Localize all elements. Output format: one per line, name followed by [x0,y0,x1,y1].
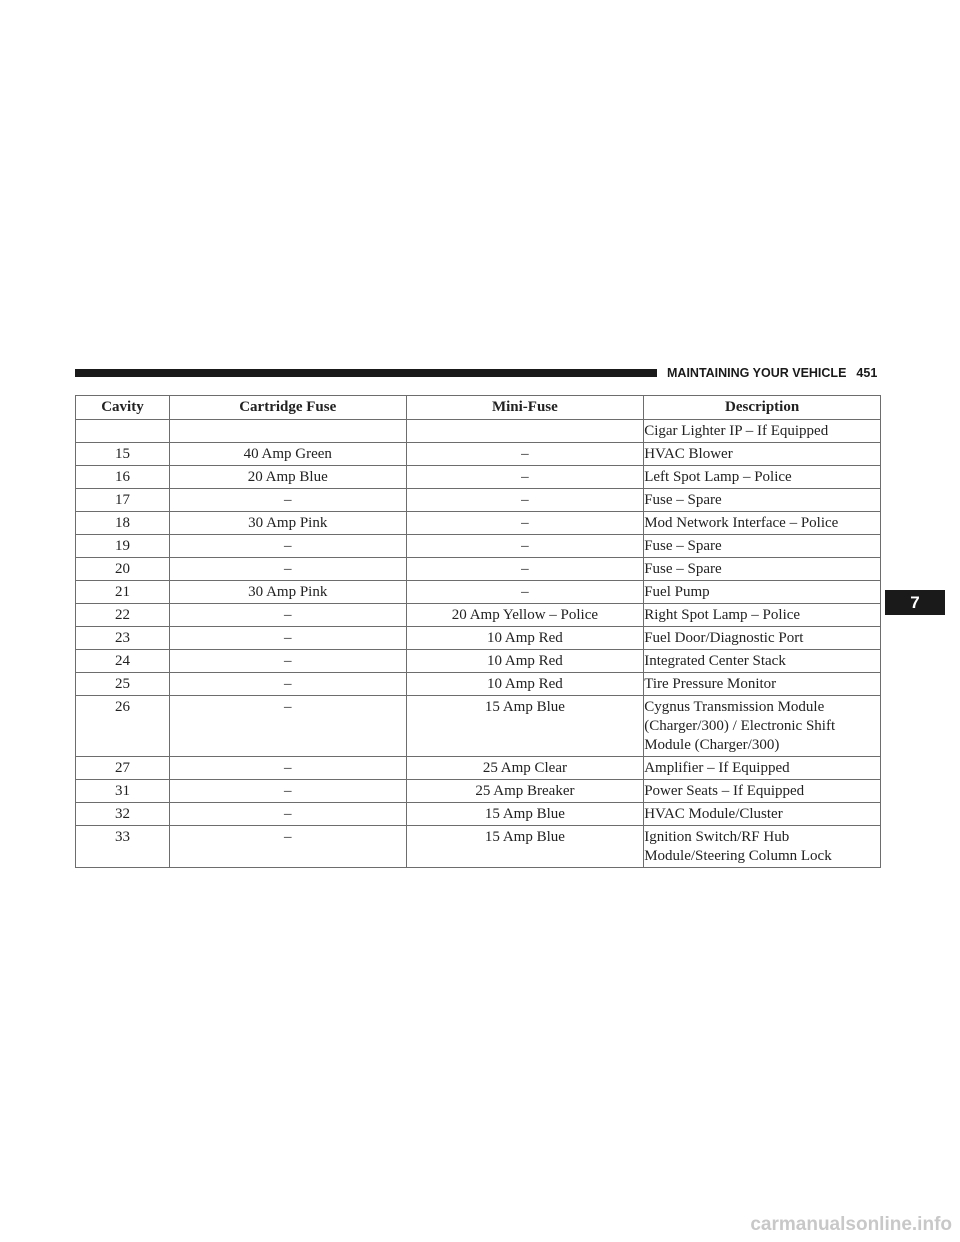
cavity-cell: 16 [75,465,170,489]
cartridge-fuse-cell: – [168,779,407,803]
table-row: 20––Fuse – Spare [75,557,881,581]
cartridge-fuse-cell: – [168,557,407,581]
description-cell: Fuse – Spare [643,534,881,558]
mini-fuse-cell: 20 Amp Yellow – Police [405,603,645,627]
table-row: 17––Fuse – Spare [75,488,881,512]
description-cell: Amplifier – If Equipped [643,756,881,780]
mini-fuse-cell: 10 Amp Red [405,672,645,696]
table-row: 19––Fuse – Spare [75,534,881,558]
cavity-cell: 21 [75,580,170,604]
mini-fuse-cell [405,419,645,443]
fuse-table: Cavity Cartridge Fuse Mini-Fuse Descript… [75,395,881,868]
cavity-cell: 31 [75,779,170,803]
mini-fuse-cell: 15 Amp Blue [405,695,645,757]
mini-fuse-cell: – [405,511,645,535]
cartridge-fuse-cell: – [168,756,407,780]
cavity-cell: 33 [75,825,170,868]
cartridge-fuse-cell: – [168,672,407,696]
cartridge-fuse-cell: 30 Amp Pink [168,580,407,604]
column-header-cartridge-fuse: Cartridge Fuse [168,395,407,420]
cartridge-fuse-cell: – [168,802,407,826]
mini-fuse-cell: – [405,442,645,466]
description-cell: Fuel Pump [643,580,881,604]
description-cell: Ignition Switch/RF Hub Module/Steering C… [643,825,881,868]
description-cell: HVAC Module/Cluster [643,802,881,826]
mini-fuse-cell: 25 Amp Clear [405,756,645,780]
cavity-cell: 32 [75,802,170,826]
table-header-row: Cavity Cartridge Fuse Mini-Fuse Descript… [75,395,881,420]
cartridge-fuse-cell: – [168,488,407,512]
page-number: 451 [856,366,878,380]
column-header-description: Description [643,395,881,420]
description-cell: Right Spot Lamp – Police [643,603,881,627]
cartridge-fuse-cell: – [168,626,407,650]
chapter-tab: 7 [885,590,945,615]
mini-fuse-cell: – [405,557,645,581]
description-cell: HVAC Blower [643,442,881,466]
cavity-cell: 19 [75,534,170,558]
description-cell: Integrated Center Stack [643,649,881,673]
cartridge-fuse-cell: 30 Amp Pink [168,511,407,535]
cavity-cell: 26 [75,695,170,757]
cavity-cell: 23 [75,626,170,650]
cavity-cell: 25 [75,672,170,696]
column-header-cavity: Cavity [75,395,170,420]
mini-fuse-cell: 10 Amp Red [405,626,645,650]
description-cell: Power Seats – If Equipped [643,779,881,803]
mini-fuse-cell: – [405,488,645,512]
running-header: MAINTAINING YOUR VEHICLE 451 [667,366,877,380]
description-cell: Cigar Lighter IP – If Equipped [643,419,881,443]
cartridge-fuse-cell: – [168,603,407,627]
description-cell: Mod Network Interface – Police [643,511,881,535]
cavity-cell: 17 [75,488,170,512]
cartridge-fuse-cell: – [168,695,407,757]
cartridge-fuse-cell: – [168,649,407,673]
mini-fuse-cell: – [405,465,645,489]
table-row: Cigar Lighter IP – If Equipped [75,419,881,443]
mini-fuse-cell: – [405,580,645,604]
watermark: carmanualsonline.info [750,1214,952,1235]
description-cell: Fuel Door/Diagnostic Port [643,626,881,650]
description-cell: Cygnus Transmission Module (Charger/300)… [643,695,881,757]
cavity-cell: 18 [75,511,170,535]
cartridge-fuse-cell: – [168,534,407,558]
cavity-cell [75,419,170,443]
column-header-mini-fuse: Mini-Fuse [405,395,645,420]
description-cell: Fuse – Spare [643,488,881,512]
cavity-cell: 27 [75,756,170,780]
cavity-cell: 22 [75,603,170,627]
mini-fuse-cell: – [405,534,645,558]
cavity-cell: 20 [75,557,170,581]
mini-fuse-cell: 25 Amp Breaker [405,779,645,803]
description-cell: Fuse – Spare [643,557,881,581]
cartridge-fuse-cell: – [168,825,407,868]
cartridge-fuse-cell [168,419,407,443]
description-cell: Left Spot Lamp – Police [643,465,881,489]
description-cell: Tire Pressure Monitor [643,672,881,696]
section-title: MAINTAINING YOUR VEHICLE [667,366,847,380]
header-rule [75,369,657,377]
mini-fuse-cell: 10 Amp Red [405,649,645,673]
mini-fuse-cell: 15 Amp Blue [405,825,645,868]
cartridge-fuse-cell: 20 Amp Blue [168,465,407,489]
cavity-cell: 24 [75,649,170,673]
cartridge-fuse-cell: 40 Amp Green [168,442,407,466]
mini-fuse-cell: 15 Amp Blue [405,802,645,826]
cavity-cell: 15 [75,442,170,466]
